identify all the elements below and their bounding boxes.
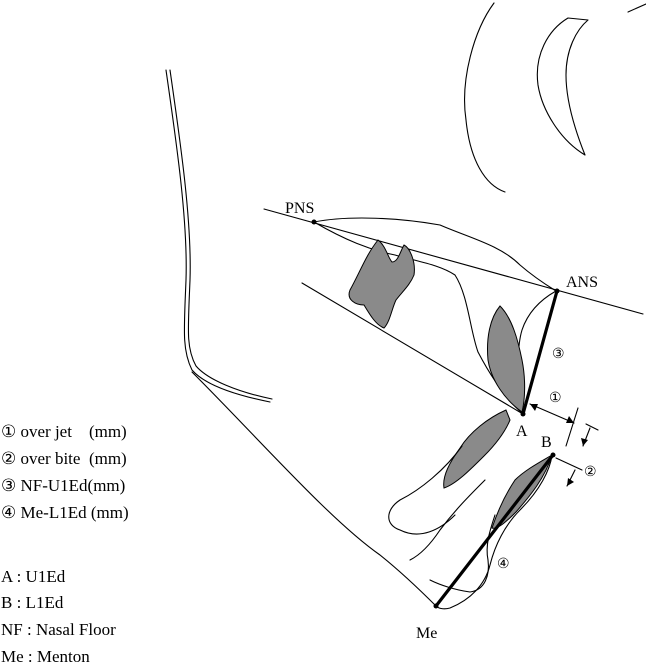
legend-item-nf-u1ed: ③ NF-U1Ed(mm) bbox=[1, 476, 125, 495]
lower-root-outline-1 bbox=[388, 445, 463, 535]
overjet-arrowhead-right bbox=[566, 416, 574, 423]
overjet-arrow bbox=[529, 403, 575, 424]
legend-item-overjet: ① over jet (mm) bbox=[1, 422, 127, 441]
ans-label: ANS bbox=[566, 274, 598, 291]
pns-point bbox=[311, 219, 317, 225]
overjet-arrowhead-left bbox=[530, 404, 538, 411]
nf-u1ed-line bbox=[521, 289, 559, 416]
b-point bbox=[550, 452, 556, 458]
lower-root-outline-2 bbox=[409, 479, 486, 561]
me-label: Me bbox=[416, 625, 437, 642]
abbr-nf: NF : Nasal Floor bbox=[1, 620, 116, 639]
upper-molar bbox=[348, 239, 415, 329]
abbreviation-list: A : U1Ed B : L1Ed NF : Nasal Floor Me : … bbox=[1, 567, 116, 666]
mandible-lower-border bbox=[191, 371, 437, 607]
ans-point bbox=[554, 288, 560, 294]
mark-1-label: ① bbox=[549, 391, 562, 406]
legend-item-me-l1ed: ④ Me-L1Ed (mm) bbox=[1, 503, 129, 522]
overbite-arrowhead-lower bbox=[567, 478, 574, 486]
pns-label: PNS bbox=[285, 200, 314, 217]
mark-2-label: ② bbox=[584, 465, 597, 480]
overbite-tick-bottom bbox=[555, 457, 583, 471]
nose-tip-line bbox=[627, 3, 646, 13]
b-label: B bbox=[541, 434, 552, 451]
nasal-bone-shape bbox=[536, 17, 589, 156]
me-l1ed-line bbox=[434, 453, 555, 608]
overbite-tick-top bbox=[585, 423, 599, 431]
a-point bbox=[520, 411, 526, 417]
mark-4-label: ④ bbox=[497, 557, 510, 572]
lower-premolar bbox=[443, 409, 511, 489]
occlusal-plane-line bbox=[301, 282, 524, 415]
palatal-plane-line bbox=[263, 208, 644, 315]
abbr-b: B : L1Ed bbox=[1, 593, 64, 612]
me-point bbox=[433, 603, 439, 609]
overbite-arrowhead-upper bbox=[581, 438, 588, 446]
pharyngeal-wall-outer bbox=[165, 69, 271, 403]
legend: ① over jet (mm) ② over bite (mm) ③ NF-U1… bbox=[1, 422, 129, 522]
a-label: A bbox=[516, 423, 528, 440]
mark-3-label: ③ bbox=[552, 347, 565, 362]
abbr-a: A : U1Ed bbox=[1, 567, 66, 586]
pharyngeal-wall-inner bbox=[169, 69, 273, 400]
palate-lower-outline bbox=[313, 221, 524, 415]
palate-outline bbox=[313, 217, 557, 292]
orbit-outline bbox=[464, 2, 506, 193]
legend-item-overbite: ② over bite (mm) bbox=[1, 449, 127, 468]
abbr-me: Me : Menton bbox=[1, 647, 90, 666]
overjet-tick bbox=[565, 407, 579, 447]
symphysis-outline bbox=[435, 454, 553, 610]
